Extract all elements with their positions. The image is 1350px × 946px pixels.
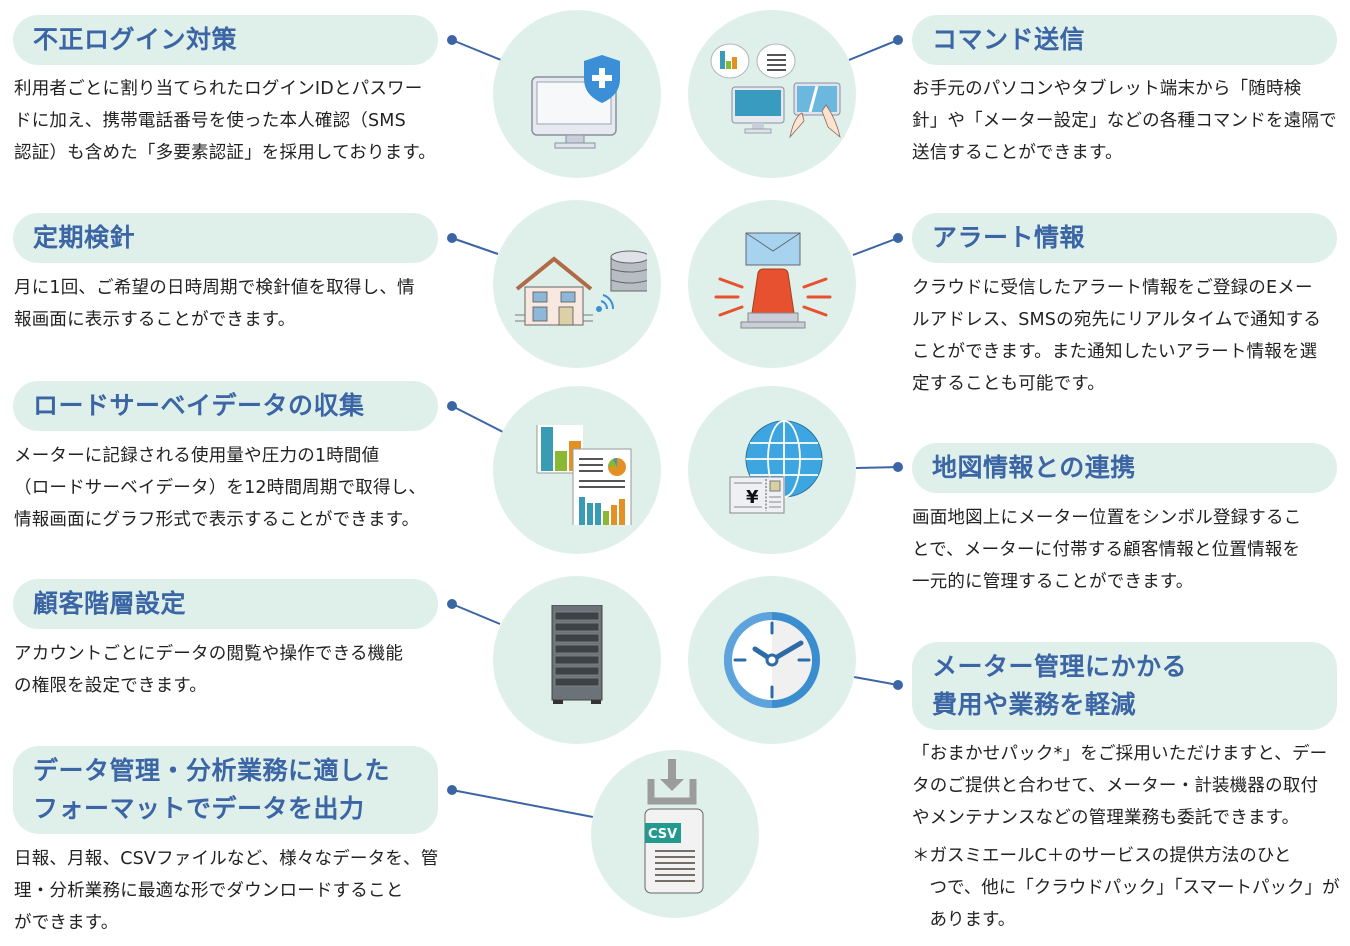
feature-title: ロードサーベイデータの収集 [33, 391, 365, 420]
feature-description: 画面地図上にメーター位置をシンボル登録するこ とで、メーターに付帯する顧客情報と… [912, 508, 1302, 592]
feature-title: データ管理・分析業務に適した フォーマットでデータを出力 [33, 756, 391, 823]
feature-heading-cost-reduction: メーター管理にかかる 費用や業務を軽減 [912, 642, 1337, 730]
feature-heading-command-send: コマンド送信 [912, 15, 1337, 65]
feature-title: 定期検針 [33, 223, 136, 252]
chart-report-icon [493, 386, 661, 554]
footnote: ＊ガスミエールC＋のサービスの提供方法のひと つで、他に「クラウドパック」「スマ… [912, 846, 1340, 930]
house-wireless-database-icon [493, 200, 661, 368]
feature-description: お手元のパソコンやタブレット端末から「随時検 針」や「メーター設定」などの各種コ… [912, 79, 1337, 163]
feature-description: クラウドに受信したアラート情報をご登録のEメー ルアドレス、SMSの宛先にリアル… [912, 278, 1322, 394]
pc-tablet-command-icon [688, 10, 856, 178]
feature-description: 月に1回、ご希望の日時周期で検針値を取得し、情 報画面に表示することができます。 [14, 278, 415, 330]
feature-description: メーターに記録される使用量や圧力の1時間値 （ロードサーベイデータ）を12時間周… [14, 446, 427, 530]
alert-siren-mail-icon [688, 200, 856, 368]
server-rack-icon [493, 576, 661, 744]
feature-description: 日報、月報、CSVファイルなど、様々なデータを、管 理・分析業務に最適な形でダウ… [14, 849, 439, 933]
feature-title: 不正ログイン対策 [33, 25, 238, 54]
clock-icon [688, 576, 856, 744]
feature-heading-load-survey: ロードサーベイデータの収集 [13, 381, 438, 431]
feature-title: 地図情報との連携 [932, 453, 1136, 482]
feature-description: アカウントごとにデータの閲覧や操作できる機能 の権限を設定できます。 [14, 644, 404, 696]
svg-text:CSV: CSV [648, 827, 677, 842]
globe-customer-card-icon: ¥ [688, 386, 856, 554]
feature-title: 顧客階層設定 [33, 589, 187, 618]
feature-heading-unauthorized-login: 不正ログイン対策 [13, 15, 438, 65]
feature-title: コマンド送信 [932, 25, 1086, 54]
feature-title: メーター管理にかかる 費用や業務を軽減 [932, 652, 1188, 719]
feature-heading-customer-hierarchy: 顧客階層設定 [13, 579, 438, 629]
feature-heading-data-output: データ管理・分析業務に適した フォーマットでデータを出力 [13, 746, 438, 834]
svg-text:¥: ¥ [746, 487, 759, 508]
csv-download-icon: CSV [591, 750, 759, 918]
monitor-shield-icon [493, 10, 661, 178]
feature-description: 「おまかせパック*」をご採用いただけますと、デー タのご提供と合わせて、メーター… [912, 744, 1328, 828]
feature-description: 利用者ごとに割り当てられたログインIDとパスワー ドに加え、携帯電話番号を使った… [14, 79, 436, 163]
feature-title: アラート情報 [932, 223, 1086, 252]
feature-heading-periodic-reading: 定期検針 [13, 213, 438, 263]
feature-heading-alert-info: アラート情報 [912, 213, 1337, 263]
feature-heading-map-integration: 地図情報との連携 [912, 443, 1337, 493]
